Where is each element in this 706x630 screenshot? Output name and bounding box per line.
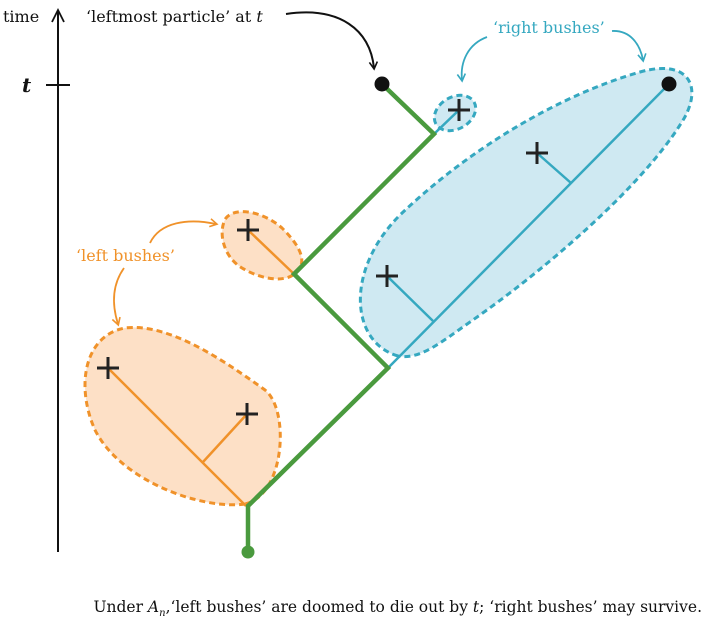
left-bush-branches [107, 229, 295, 507]
right-bush-large-region [358, 66, 694, 359]
plus-icon [236, 403, 258, 425]
time-axis: time t [3, 7, 70, 552]
right-bush-side-branch-lower [386, 275, 434, 322]
plus-icon [526, 142, 548, 164]
right-particle-dot-icon [661, 76, 677, 92]
leftmost-annotation-arrow [285, 11, 379, 71]
figure-caption: Under An,‘left bushes’ are doomed to die… [93, 598, 702, 620]
left-bushes-arrow-down [111, 267, 125, 327]
leftmost-annotation: ‘leftmost particle’ at t [86, 7, 379, 71]
right-bushes-annotation: ‘right bushes’ [456, 18, 647, 83]
right-bushes-annotation-label: ‘right bushes’ [493, 18, 605, 37]
right-bush-side-branch-upper [536, 152, 572, 184]
plus-icon [97, 357, 119, 379]
left-bush-large [83, 325, 282, 507]
left-bush-large-region [83, 325, 282, 507]
time-axis-label: time [3, 7, 39, 26]
spine-line [245, 82, 438, 552]
alive-particles [374, 76, 677, 92]
right-bush-branches [386, 83, 670, 369]
leftmost-particle-dot-icon [374, 76, 390, 92]
plus-icon [237, 219, 259, 241]
left-bushes-annotation: ‘left bushes’ [76, 218, 219, 327]
time-axis-tick-label: t [22, 73, 32, 97]
left-bush-small-branch [247, 229, 295, 275]
plus-icon [376, 265, 398, 287]
plus-icon [448, 99, 470, 121]
right-bush-main-branch [387, 83, 670, 369]
leftmost-annotation-label: ‘leftmost particle’ at t [86, 7, 263, 26]
left-bushes-annotation-label: ‘left bushes’ [76, 246, 175, 265]
root-dot-icon [241, 545, 255, 559]
leftmost-particle-path [241, 82, 438, 559]
left-bush-main-branch [107, 367, 247, 507]
right-bushes-arrow-left [456, 36, 488, 83]
left-bushes-arrow-up [149, 218, 219, 244]
left-bush-side-branch [202, 413, 248, 463]
right-bushes-arrow-right [611, 30, 647, 63]
time-axis-arrowhead [51, 7, 65, 23]
death-markers [97, 99, 548, 425]
right-bush-large [358, 66, 694, 359]
right-bush-small-branch [433, 109, 460, 135]
